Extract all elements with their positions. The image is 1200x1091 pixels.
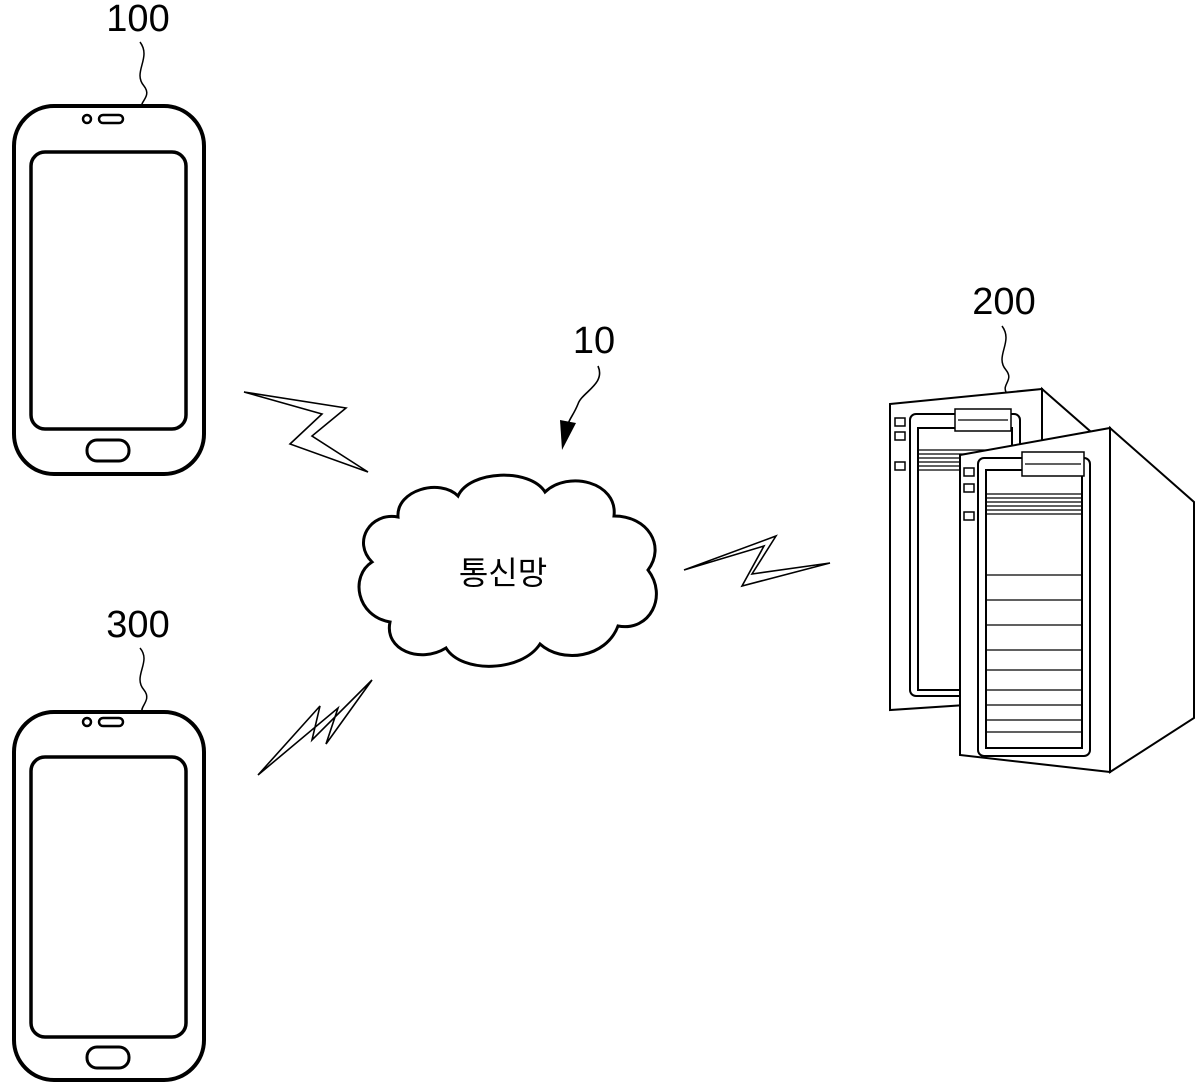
leader-line-100 — [140, 42, 147, 106]
smartphone-icon — [14, 106, 204, 474]
device-top-ref-label: 100 — [106, 0, 169, 40]
network-label: 통신망 — [459, 554, 547, 592]
arrow-head — [560, 420, 576, 450]
server-ref-label: 200 — [972, 281, 1035, 323]
reference-arrow — [568, 366, 600, 424]
network-ref-label: 10 — [573, 320, 615, 362]
server-rack-icon — [890, 389, 1194, 772]
device-bottom-ref-label: 300 — [106, 604, 169, 646]
leader-line-300 — [140, 648, 147, 712]
smartphone-icon — [14, 712, 204, 1080]
leader-line-200 — [1002, 326, 1009, 392]
